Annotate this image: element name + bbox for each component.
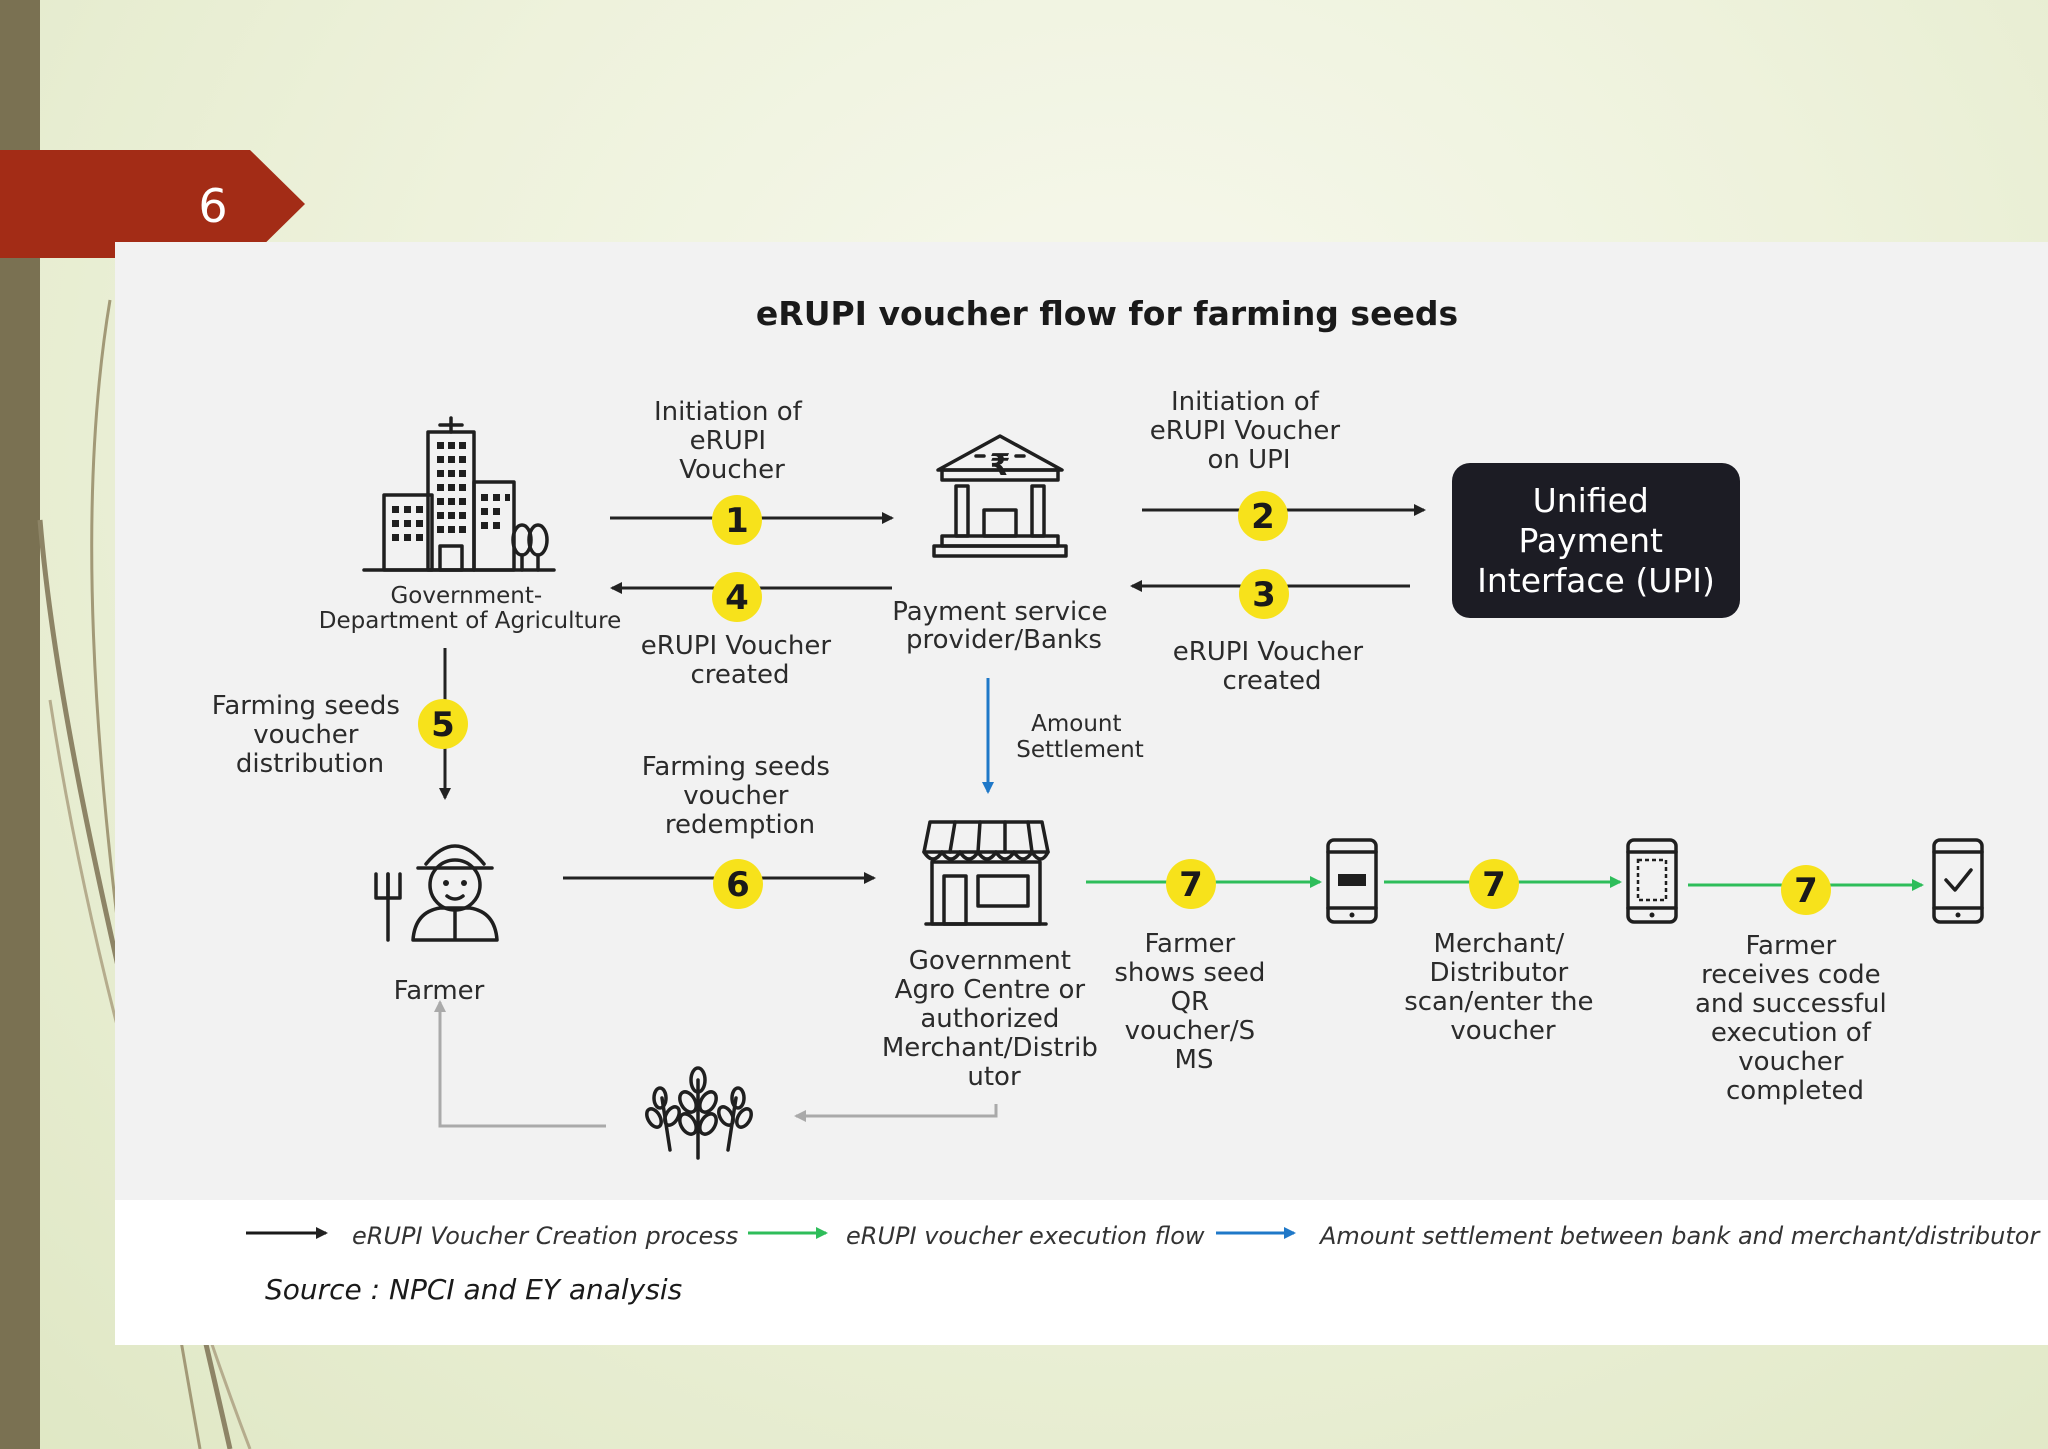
svg-text:Amount settlement between bank: Amount settlement between bank and merch… (1318, 1222, 2041, 1250)
step-badge-7a: 7 (1166, 859, 1216, 909)
arrow-shop-to-wheat (794, 1104, 998, 1122)
svg-text:7: 7 (1482, 865, 1506, 905)
government-building-icon (362, 416, 556, 572)
svg-text:eRUPI voucher execution flow: eRUPI voucher execution flow (846, 1222, 1205, 1250)
svg-text:eRUPI Voucher Creation process: eRUPI Voucher Creation process (352, 1222, 738, 1250)
step-1-label: Initiation of eRUPI Voucher (654, 397, 810, 485)
farmer-icon (374, 844, 499, 942)
upi-label: Unified Payment Interface (UPI) (1477, 481, 1715, 600)
bank-label: Payment service provider/Banks (892, 597, 1116, 655)
step-badge-2: 2 (1238, 491, 1288, 541)
government-label: Government- Department of Agriculture (319, 583, 621, 634)
step-4-label: eRUPI Voucher created (641, 631, 840, 690)
phone-scan-icon (1626, 838, 1678, 924)
step-badge-7c: 7 (1781, 865, 1831, 915)
phone-card-icon (1326, 838, 1378, 924)
upi-box (1452, 463, 1740, 618)
slide-number-tab (0, 150, 305, 258)
step-3-label: eRUPI Voucher created (1173, 637, 1372, 696)
svg-text:6: 6 (726, 865, 750, 905)
step-5-label: Farming seeds voucher distribution (212, 691, 408, 779)
diagram-title: eRUPI voucher flow for farming seeds (756, 294, 1458, 333)
wheat-icon (645, 1066, 753, 1160)
step-7c-label: Farmer receives code and successful exec… (1695, 931, 1895, 1106)
svg-text:5: 5 (431, 705, 455, 745)
settlement-label: Amount Settlement (1016, 711, 1143, 763)
shop-icon (922, 820, 1050, 926)
step-badge-6: 6 (713, 859, 763, 909)
source-note: Source : NPCI and EY analysis (265, 1273, 682, 1306)
step-7a-label: Farmer shows seed QR voucher/S MS (1114, 929, 1273, 1075)
legend-item-creation: eRUPI Voucher Creation process (246, 1222, 738, 1250)
svg-text:4: 4 (725, 578, 749, 618)
step-badge-4: 4 (712, 572, 762, 622)
figure-panel (115, 242, 2048, 1345)
phone-check-icon (1932, 838, 1984, 924)
legend-item-settlement: Amount settlement between bank and merch… (1216, 1222, 2041, 1250)
bank-rupee-icon: ₹ (932, 434, 1068, 558)
svg-text:3: 3 (1252, 575, 1276, 615)
step-2-label: Initiation of eRUPI Voucher on UPI (1150, 387, 1349, 475)
svg-text:1: 1 (725, 501, 749, 541)
arrow-wheat-to-farmer (434, 1000, 606, 1128)
agro-centre-label: Government Agro Centre or authorized Mer… (882, 946, 1106, 1092)
farmer-label: Farmer (394, 976, 485, 1006)
step-badge-5: 5 (418, 699, 468, 749)
step-6-label: Farming seeds voucher redemption (642, 752, 838, 840)
step-badge-7b: 7 (1469, 859, 1519, 909)
step-badge-1: 1 (712, 495, 762, 545)
svg-text:7: 7 (1794, 871, 1818, 911)
legend-item-execution: eRUPI voucher execution flow (748, 1222, 1205, 1250)
svg-text:7: 7 (1179, 865, 1203, 905)
legend-panel (115, 1200, 2048, 1345)
step-7b-label: Merchant/ Distributor scan/enter the vou… (1404, 929, 1602, 1046)
slide-number: 6 (198, 179, 227, 233)
svg-text:2: 2 (1251, 497, 1275, 537)
svg-text:₹: ₹ (990, 448, 1011, 483)
step-badge-3: 3 (1239, 569, 1289, 619)
